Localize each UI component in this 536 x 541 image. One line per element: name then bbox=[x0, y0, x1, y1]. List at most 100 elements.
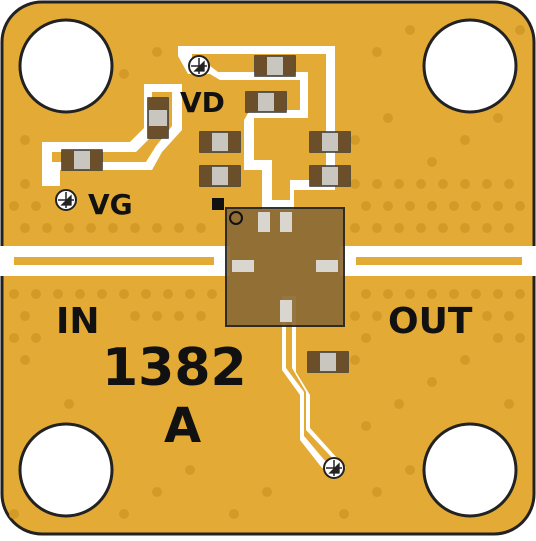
via bbox=[405, 465, 415, 475]
via bbox=[119, 69, 129, 79]
via bbox=[515, 333, 525, 343]
via bbox=[53, 289, 63, 299]
via bbox=[427, 289, 437, 299]
mounting-holes bbox=[18, 18, 518, 518]
smd-components bbox=[61, 55, 351, 373]
via bbox=[42, 223, 52, 233]
via bbox=[86, 223, 96, 233]
via bbox=[515, 201, 525, 211]
via bbox=[515, 25, 525, 35]
via bbox=[9, 201, 19, 211]
via bbox=[427, 201, 437, 211]
chip-pad-top-left bbox=[258, 212, 270, 232]
via bbox=[196, 223, 206, 233]
via bbox=[405, 289, 415, 299]
capacitor-vd-3 bbox=[199, 131, 241, 153]
via bbox=[141, 289, 151, 299]
via bbox=[20, 311, 30, 321]
via bbox=[152, 311, 162, 321]
via bbox=[471, 201, 481, 211]
via bbox=[97, 289, 107, 299]
via bbox=[152, 487, 162, 497]
via bbox=[515, 289, 525, 299]
chip-pad-bottom bbox=[280, 300, 292, 322]
via bbox=[130, 311, 140, 321]
via bbox=[427, 377, 437, 387]
via bbox=[152, 223, 162, 233]
via bbox=[31, 201, 41, 211]
via bbox=[405, 25, 415, 35]
via bbox=[119, 289, 129, 299]
via bbox=[361, 289, 371, 299]
via bbox=[504, 223, 514, 233]
via bbox=[427, 157, 437, 167]
via bbox=[449, 201, 459, 211]
via bbox=[174, 311, 184, 321]
capacitor-vd-1 bbox=[254, 55, 296, 77]
mounting-hole-top-right bbox=[422, 18, 518, 114]
via bbox=[163, 289, 173, 299]
via bbox=[394, 223, 404, 233]
test-point-vg bbox=[55, 189, 77, 211]
via bbox=[20, 135, 30, 145]
via bbox=[372, 223, 382, 233]
via bbox=[20, 179, 30, 189]
via bbox=[9, 509, 19, 519]
via bbox=[372, 311, 382, 321]
capacitor-vg-1 bbox=[61, 149, 103, 171]
via bbox=[229, 509, 239, 519]
via bbox=[372, 487, 382, 497]
capacitor-vd-6 bbox=[309, 165, 351, 187]
test-point-out-bias bbox=[323, 457, 345, 479]
via bbox=[394, 179, 404, 189]
chip-pad-right bbox=[316, 260, 338, 272]
chip-pin1-marker bbox=[212, 198, 224, 210]
via bbox=[460, 355, 470, 365]
capacitor-vg-2 bbox=[147, 97, 169, 139]
via bbox=[31, 289, 41, 299]
label-out: OUT bbox=[388, 301, 473, 342]
silkscreen-labels: VD VG IN OUT 1382 A bbox=[56, 86, 473, 454]
via bbox=[350, 355, 360, 365]
via bbox=[130, 223, 140, 233]
via bbox=[482, 223, 492, 233]
via bbox=[262, 487, 272, 497]
via bbox=[383, 113, 393, 123]
part-number: 1382 bbox=[102, 338, 247, 398]
via bbox=[64, 399, 74, 409]
via bbox=[361, 201, 371, 211]
via bbox=[64, 223, 74, 233]
via bbox=[504, 399, 514, 409]
via bbox=[383, 201, 393, 211]
via-field bbox=[9, 25, 525, 519]
via bbox=[361, 421, 371, 431]
via bbox=[416, 223, 426, 233]
capacitor-out-bias bbox=[307, 351, 349, 373]
via bbox=[20, 223, 30, 233]
chip-pad-top-right bbox=[280, 212, 292, 232]
mounting-hole-bottom-right bbox=[422, 422, 518, 518]
test-points bbox=[55, 55, 345, 479]
capacitor-vd-4 bbox=[199, 165, 241, 187]
label-vd: VD bbox=[180, 86, 225, 119]
via bbox=[438, 179, 448, 189]
mmic-chip bbox=[212, 198, 345, 327]
test-point-vd bbox=[188, 55, 210, 77]
via bbox=[350, 223, 360, 233]
via bbox=[20, 355, 30, 365]
capacitor-vd-2 bbox=[245, 91, 287, 113]
via bbox=[339, 509, 349, 519]
via bbox=[460, 135, 470, 145]
mounting-hole-top-left bbox=[18, 18, 114, 114]
via bbox=[449, 289, 459, 299]
via bbox=[207, 289, 217, 299]
via bbox=[383, 289, 393, 299]
via bbox=[493, 289, 503, 299]
via bbox=[9, 333, 19, 343]
via bbox=[185, 465, 195, 475]
capacitor-vd-5 bbox=[309, 131, 351, 153]
via bbox=[493, 113, 503, 123]
rf-line bbox=[0, 246, 536, 276]
via bbox=[196, 311, 206, 321]
